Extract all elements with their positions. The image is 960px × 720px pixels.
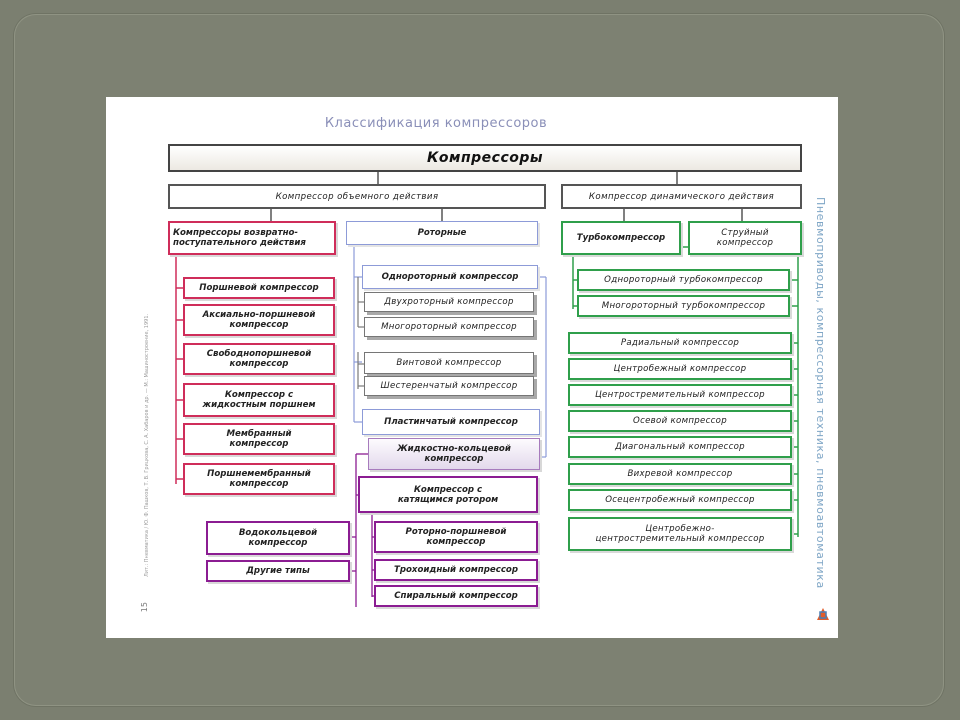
node-jet: Струйный компрессор [688, 221, 802, 255]
node-rolling-rotor: Компрессор с катящимся ротором [358, 476, 538, 513]
node-free-piston: Свободнопоршневой компрессор [183, 343, 335, 375]
node-gear: Шестеренчатый компрессор [364, 376, 534, 396]
node-water-ring: Водокольцевой компрессор [206, 521, 350, 555]
node-single-rotor-turbo: Однороторный турбокомпрессор [577, 269, 790, 291]
node-axial-piston: Аксиально-поршневой компрессор [183, 304, 335, 336]
node-radial: Радиальный компрессор [568, 332, 792, 354]
node-piston-membrane: Поршнемембранный компрессор [183, 463, 335, 495]
node-rotary-piston: Роторно-поршневой компрессор [374, 521, 538, 553]
node-multi-rotor: Многороторный компрессор [364, 317, 534, 337]
node-spiral: Спиральный компрессор [374, 585, 538, 607]
node-screw: Винтовой компрессор [364, 352, 534, 374]
node-other-types: Другие типы [206, 560, 350, 582]
node-multi-rotor-turbo: Многороторный турбокомпрессор [577, 295, 790, 317]
node-diagonal: Диагональный компрессор [568, 436, 792, 458]
node-membrane: Мембранный компрессор [183, 423, 335, 455]
node-twin-rotor: Двухроторный компрессор [364, 292, 534, 312]
node-centripetal: Центростремительный компрессор [568, 384, 792, 406]
node-vortex: Вихревой компрессор [568, 463, 792, 485]
node-centrifugal: Центробежный компрессор [568, 358, 792, 380]
connector-lines [175, 172, 799, 607]
node-compressors: Компрессоры [168, 144, 802, 172]
node-turbo: Турбокомпрессор [561, 221, 681, 255]
diagram-title: Классификация компрессоров [324, 116, 548, 131]
node-vane: Пластинчатый компрессор [362, 409, 540, 435]
node-dynamic: Компрессор динамического действия [561, 184, 802, 209]
node-volumetric: Компрессор объемного действия [168, 184, 546, 209]
source-note: Лит.: Пневматика / Ю. Ф. Пашков, Т. В. Г… [144, 313, 150, 577]
node-rotary: Роторные [346, 221, 538, 245]
node-trochoid: Трохоидный компрессор [374, 559, 538, 581]
page-number: 15 [140, 602, 149, 613]
node-liquid-piston: Компрессор с жидкостным поршнем [183, 383, 335, 417]
node-centrifugal-centripetal: Центробежно- центростремительный компрес… [568, 517, 792, 551]
node-axial-centrifugal: Осецентробежный компрессор [568, 489, 792, 511]
node-reciprocating: Компрессоры возвратно- поступательного д… [168, 221, 336, 255]
node-axial: Осевой компрессор [568, 410, 792, 432]
slide: Лит.: Пневматика / Ю. Ф. Пашков, Т. В. Г… [106, 97, 838, 638]
side-caption: Пневмоприводы, компрессорная техника, пн… [814, 197, 827, 589]
node-liquid-ring: Жидкостно-кольцевой компрессор [368, 438, 540, 470]
node-single-rotor: Однороторный компрессор [362, 265, 538, 289]
publisher-logo-icon [817, 608, 829, 620]
node-piston: Поршневой компрессор [183, 277, 335, 299]
